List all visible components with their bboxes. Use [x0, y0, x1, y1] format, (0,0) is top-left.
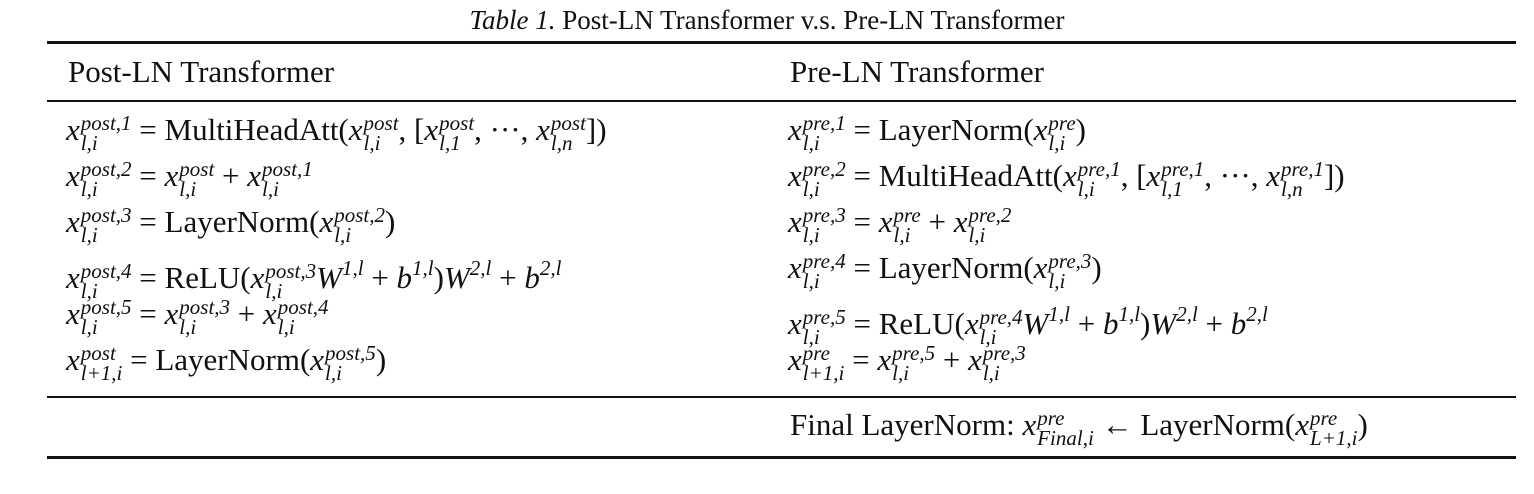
caption-label: Table 1. [469, 5, 556, 35]
body-rule [47, 396, 1516, 398]
header-pre-ln: Pre-LN Transformer [790, 54, 1044, 89]
caption-text: Post-LN Transformer v.s. Pre-LN Transfor… [562, 5, 1065, 35]
table-caption: Table 1. Post-LN Transformer v.s. Pre-LN… [0, 3, 1534, 37]
bottom-rule [47, 456, 1516, 459]
header-rule [47, 100, 1516, 102]
header-post-ln: Post-LN Transformer [68, 54, 335, 89]
final-label: Final LayerNorm: [790, 407, 1015, 442]
top-rule [47, 41, 1516, 44]
